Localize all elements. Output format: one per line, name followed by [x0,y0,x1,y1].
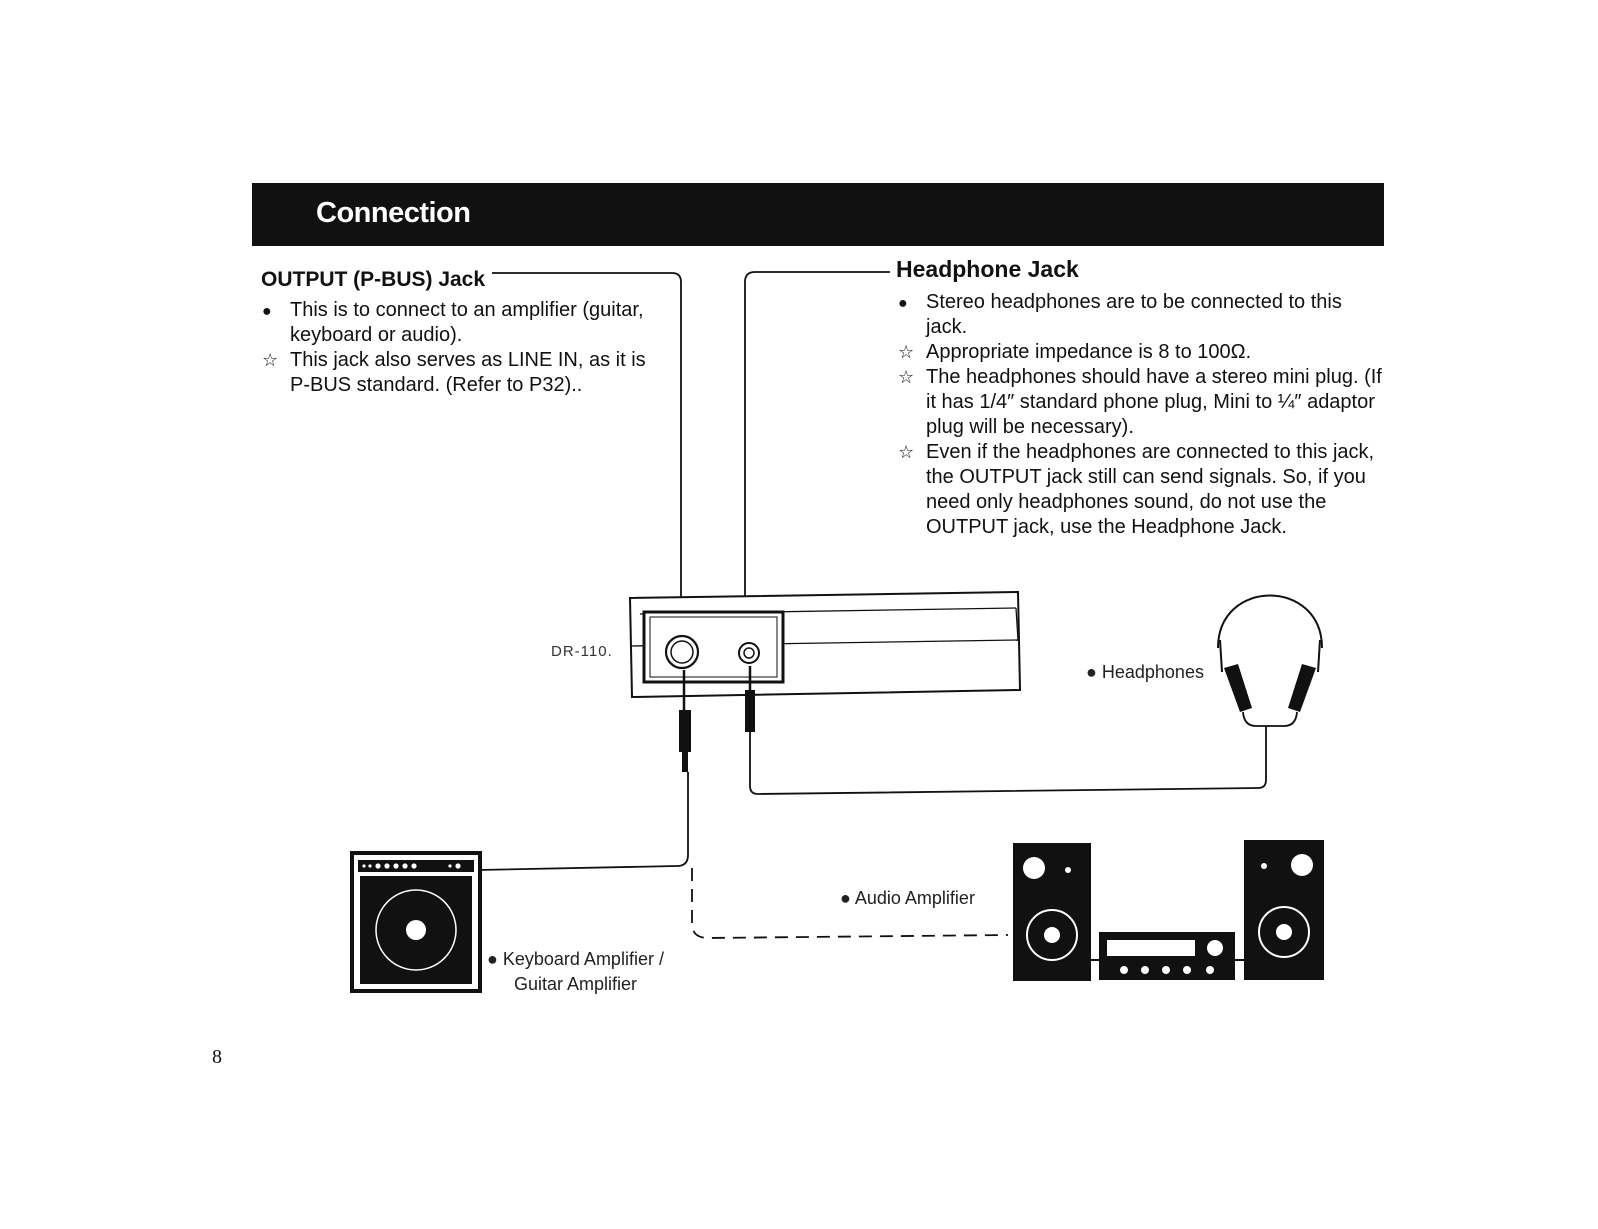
headphone-jack-heading: Headphone Jack [896,256,1079,282]
headphones-illustration [1217,594,1323,727]
output-jack-note: ☆ This jack also serves as LINE IN, as i… [262,348,654,398]
headphone-jack-note: ● Stereo headphones are to be connected … [898,290,1386,340]
bullet-icon: ● [898,295,908,312]
audio-amp-label: ● Audio Amplifier [840,888,975,908]
output-jack-heading: OUTPUT (P-BUS) Jack [261,268,486,291]
section-title: Connection [316,197,471,229]
device-label: DR-110. [551,643,613,660]
star-icon: ☆ [898,342,915,362]
headphone-jack-note: ☆ Appropriate impedance is 8 to 100Ω. [898,340,1386,365]
keyboard-amp-illustration [350,851,482,993]
output-jack-note-text: This jack also serves as LINE IN, as it … [290,349,646,396]
headphone-jack-note-text: The headphones should have a stereo mini… [926,366,1382,438]
output-jack-note: ● This is to connect to an amplifier (gu… [262,298,654,348]
headphone-jack-note-text: Stereo headphones are to be connected to… [926,291,1342,338]
audio-amp-illustration [1013,840,1324,981]
headphone-jack-note: ☆ The headphones should have a stereo mi… [898,365,1386,440]
dr110-unit [628,590,1022,699]
guitar-amp-label: Guitar Amplifier [514,974,638,994]
headphone-jack-note-text: Appropriate impedance is 8 to 100Ω. [926,341,1252,363]
headphone-cable [749,726,1267,795]
star-icon: ☆ [898,367,915,387]
headphone-leader-line [744,271,890,650]
output-leader-line [492,272,682,650]
star-icon: ☆ [898,442,915,462]
headphones-label: ● Headphones [1086,662,1204,682]
headphone-jack-notes: ● Stereo headphones are to be connected … [898,290,1386,540]
output-jack-note-text: This is to connect to an amplifier (guit… [290,299,644,346]
output-plug [679,670,691,772]
headphone-jack-note-text: Even if the headphones are connected to … [926,441,1375,538]
bullet-icon: ● [262,303,272,320]
page-number: 8 [212,1046,222,1068]
headphone-plug [745,666,755,732]
star-icon: ☆ [262,350,279,370]
output-jack-notes: ● This is to connect to an amplifier (gu… [262,298,654,398]
section-banner: Connection [252,183,1384,246]
keyboard-amp-label: ● Keyboard Amplifier / [487,949,664,969]
headphone-jack-note: ☆ Even if the headphones are connected t… [898,440,1386,540]
audio-amp-dashed-line [691,868,1009,939]
output-cable [477,772,689,871]
